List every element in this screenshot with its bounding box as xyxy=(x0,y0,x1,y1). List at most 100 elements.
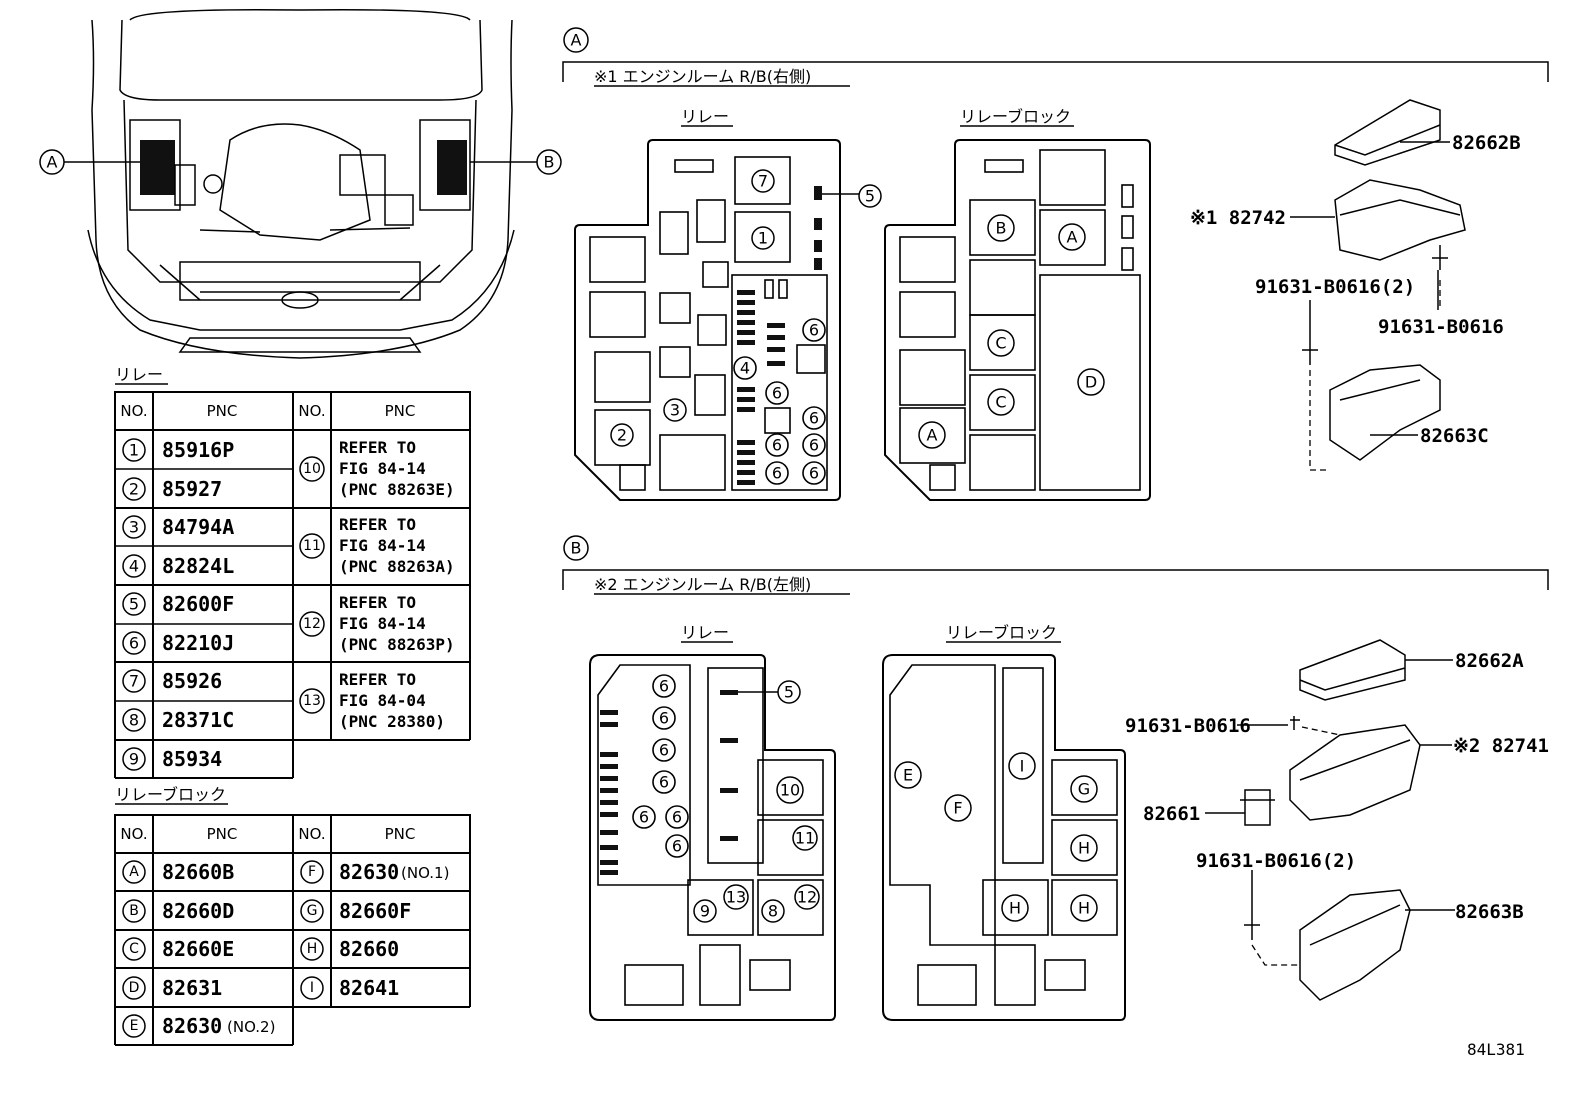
relay-no: 3 xyxy=(129,518,139,537)
relay-b-label: 6 xyxy=(659,773,669,792)
part-label: 82662A xyxy=(1455,650,1524,672)
relay-pnc: 85934 xyxy=(162,747,222,771)
block-a-label: B xyxy=(996,219,1007,238)
relay-b-label: 9 xyxy=(700,902,710,921)
relay-b-label: 8 xyxy=(768,902,778,921)
exploded-parts-b xyxy=(1205,639,1455,1001)
car-callout-a: A xyxy=(39,149,140,175)
part-label: 82662B xyxy=(1452,132,1521,154)
block-pnc: 82660E xyxy=(162,937,234,961)
relay-a-label: 2 xyxy=(617,426,627,445)
part-label: 91631-B0616 xyxy=(1125,715,1251,737)
part-label: 91631-B0616(2) xyxy=(1196,850,1356,872)
parts-labels-a: 82662B ※1 82742 91631-B0616(2) 91631-B06… xyxy=(1190,132,1521,447)
relay-ref-line3: (PNC 88263P) xyxy=(339,635,455,654)
relay-block-box-b xyxy=(882,654,1126,1021)
relay-ref-line3: (PNC 88263E) xyxy=(339,480,455,499)
part-label: 91631-B0616(2) xyxy=(1255,276,1415,298)
relay-a-label: 6 xyxy=(809,436,819,455)
header-pnc: PNC xyxy=(385,825,416,843)
relay-pnc: 82600F xyxy=(162,592,234,616)
block-no: C xyxy=(129,941,139,957)
relay-b-label: 6 xyxy=(672,837,682,856)
vehicle-engine-bay-illustration xyxy=(87,8,515,359)
relay-b-label: 12 xyxy=(797,888,817,907)
section-a-title: ※1 エンジンルーム R/B(右側) xyxy=(594,67,811,86)
relay-block-b-labels: E F I G H H H xyxy=(894,752,1098,922)
header-no: NO. xyxy=(120,402,147,420)
relay-b-position-labels: 6 6 6 6 6 6 6 5 10 11 9 13 8 12 xyxy=(632,674,820,923)
relay-ref-line2: FIG 84-14 xyxy=(339,459,426,478)
block-pnc: 82630 xyxy=(339,860,399,884)
relay-b-label: 6 xyxy=(659,677,669,696)
header-pnc: PNC xyxy=(385,402,416,420)
diagram-code: 84L381 xyxy=(1467,1040,1525,1059)
header-no: NO. xyxy=(298,825,325,843)
relay-ref-line1: REFER TO xyxy=(339,438,416,457)
block-no: A xyxy=(129,864,139,880)
part-label: ※1 82742 xyxy=(1190,207,1286,229)
exploded-parts-a xyxy=(1290,99,1466,471)
section-a-relay-label: リレー xyxy=(681,107,729,126)
relay-a-label: 5 xyxy=(865,187,875,206)
relay-block-box-a xyxy=(884,139,1151,501)
relay-no: 7 xyxy=(129,672,139,691)
relay-a-label: 6 xyxy=(809,464,819,483)
relay-no: 2 xyxy=(129,480,139,499)
relay-no: 9 xyxy=(129,750,139,769)
relay-pnc: 82824L xyxy=(162,554,234,578)
block-pnc: 82660F xyxy=(339,899,411,923)
car-callout-b: B xyxy=(470,149,562,175)
part-label: 82663C xyxy=(1420,425,1489,447)
block-no: I xyxy=(310,980,314,996)
relay-pnc: 85927 xyxy=(162,477,222,501)
relay-no: 10 xyxy=(303,461,321,477)
relay-ref-line1: REFER TO xyxy=(339,593,416,612)
relay-ref-line2: FIG 84-14 xyxy=(339,614,426,633)
relay-b-label: 6 xyxy=(672,808,682,827)
block-b-label: I xyxy=(1020,757,1025,776)
header-no: NO. xyxy=(298,402,325,420)
relay-b-label: 6 xyxy=(639,808,649,827)
block-b-label: H xyxy=(1078,899,1090,918)
relay-table-title: リレー xyxy=(115,365,163,384)
relay-pnc: 84794A xyxy=(162,515,234,539)
block-a-label: A xyxy=(1067,228,1078,247)
block-no: B xyxy=(129,903,139,919)
section-a-relay-block-label: リレーブロック xyxy=(960,107,1071,126)
block-a-label: A xyxy=(927,426,938,445)
relay-ref-line2: FIG 84-04 xyxy=(339,691,426,710)
block-b-label: G xyxy=(1078,780,1090,799)
section-a-marker: A xyxy=(571,31,582,50)
section-b-title: ※2 エンジンルーム R/B(左側) xyxy=(594,575,811,594)
section-b-relay-label: リレー xyxy=(681,623,729,642)
block-table-left-rows: A 82660B B 82660D C 82660E D 82631 E 826… xyxy=(122,860,275,1038)
block-no: E xyxy=(130,1018,139,1034)
block-b-label: H xyxy=(1078,839,1090,858)
relay-b-label: 6 xyxy=(659,741,669,760)
part-label: 82663B xyxy=(1455,901,1524,923)
relay-no: 12 xyxy=(303,616,321,632)
block-table-title: リレーブロック xyxy=(115,785,226,804)
relay-table: リレー NO. PNC NO. PNC xyxy=(114,365,471,779)
relay-no: 6 xyxy=(129,634,139,653)
relay-b-label: 10 xyxy=(780,781,800,800)
relay-a-label: 6 xyxy=(772,384,782,403)
relay-no: 13 xyxy=(303,693,321,709)
block-a-label: C xyxy=(995,393,1006,412)
car-callout-b-letter: B xyxy=(544,153,555,172)
header-pnc: PNC xyxy=(207,402,238,420)
relay-ref-line1: REFER TO xyxy=(339,670,416,689)
block-b-label: E xyxy=(903,766,913,785)
relay-no: 11 xyxy=(303,538,321,554)
part-label: ※2 82741 xyxy=(1453,735,1549,757)
relay-b-label: 5 xyxy=(784,683,794,702)
block-table-right-rows: F 82630 (NO.1) G 82660F H 82660 I 82641 xyxy=(300,860,449,1000)
block-b-label: F xyxy=(953,799,962,818)
header-no: NO. xyxy=(120,825,147,843)
car-callout-a-letter: A xyxy=(47,153,58,172)
relay-no: 8 xyxy=(129,711,139,730)
part-label: 82661 xyxy=(1143,803,1200,825)
relay-a-label: 6 xyxy=(809,321,819,340)
